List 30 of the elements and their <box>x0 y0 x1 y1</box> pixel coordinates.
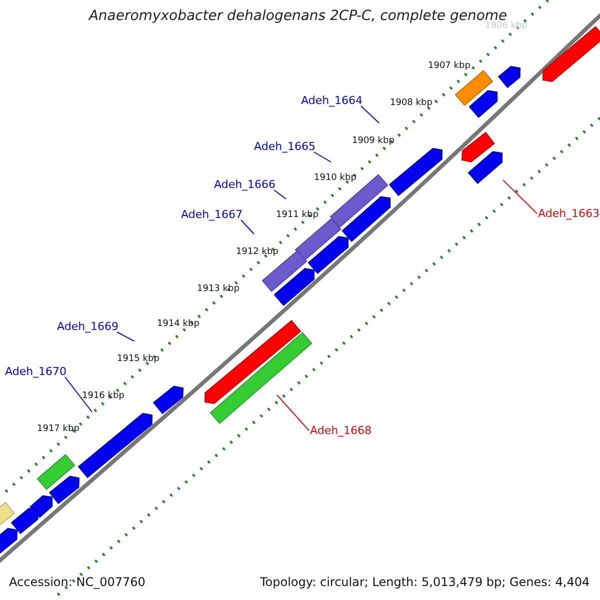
leader-line <box>276 394 310 431</box>
gene-label: Adeh_1666 <box>214 179 276 190</box>
position-label: 1908 kbp <box>390 99 432 108</box>
leader-line <box>274 190 286 200</box>
position-label: 1914 kbp <box>157 320 200 329</box>
title: Anaeromyxobacter dehalogenans 2CP-C, complete genome <box>87 9 508 23</box>
gene-label: Adeh_1669 <box>57 321 119 332</box>
gene-label: Adeh_1664 <box>301 95 363 106</box>
position-label: 1913 kbp <box>197 285 240 294</box>
gene-label: Adeh_1665 <box>254 141 316 152</box>
position-label: 1911 kbp <box>276 211 318 220</box>
position-label: 1917 kbp <box>37 425 80 434</box>
position-label: 1910 kbp <box>314 174 356 183</box>
leader-line <box>64 376 92 412</box>
gene-label: Adeh_1668 <box>310 425 372 436</box>
leader-line <box>502 180 538 214</box>
position-label: 1907 kbp <box>428 62 470 71</box>
position-label: 1916 kbp <box>82 392 124 401</box>
position-label: 1912 kbp <box>236 248 278 257</box>
leader-line <box>314 152 332 162</box>
gene-label: Adeh_1663 <box>538 208 600 219</box>
leader-line <box>240 220 254 234</box>
position-label: 1915 kbp <box>117 355 160 364</box>
footer-text: Topology: circular; Length: 5,013,479 bp; Genes: 4,404 <box>260 576 590 588</box>
gene-label: Adeh_1667 <box>181 209 243 220</box>
leader-line <box>360 106 380 124</box>
position-label: 1909 kbp <box>352 137 394 146</box>
leader-line <box>116 332 134 342</box>
gene-label: Adeh_1670 <box>5 366 67 377</box>
footer-text: Accession: NC_007760 <box>9 576 146 588</box>
